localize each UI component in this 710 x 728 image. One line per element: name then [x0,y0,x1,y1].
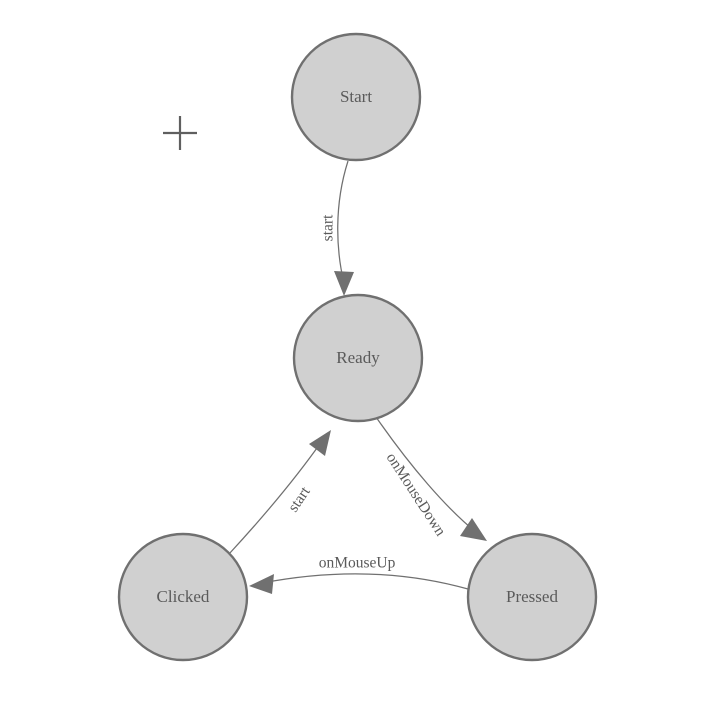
node-label-start: Start [340,87,372,106]
edge-label-pressed-to-clicked: onMouseUp [319,555,396,572]
node-pressed[interactable]: Pressed [466,532,598,662]
edge-label-start-to-ready: start [320,214,337,241]
arrowhead-icon-clicked-to-ready [309,430,331,456]
arrowhead-icon-pressed-to-clicked [249,574,274,594]
node-label-clicked: Clicked [157,587,210,606]
node-shape-start[interactable] [290,32,422,162]
node-start[interactable]: Start [290,32,422,162]
node-shape-ready[interactable] [292,293,424,423]
edge-clicked-to-ready[interactable]: start [228,430,331,555]
node-shape-clicked[interactable] [117,532,249,662]
edge-path-pressed-to-clicked[interactable] [261,573,469,590]
crosshair-icon[interactable] [163,116,197,150]
edge-start-to-ready[interactable]: start [320,160,354,296]
node-ready[interactable]: Ready [292,293,424,423]
arrowhead-icon-start-to-ready [334,271,354,296]
edge-path-start-to-ready[interactable] [337,160,349,284]
node-label-ready: Ready [336,348,380,367]
edge-path-clicked-to-ready[interactable] [228,440,323,555]
edge-pressed-to-clicked[interactable]: onMouseUp [249,555,469,594]
nodes-layer: Start Ready Clicked Pressed [117,32,598,662]
node-shape-pressed[interactable] [466,532,598,662]
edge-label-ready-to-pressed: onMouseDown [383,450,449,540]
arrowhead-icon-ready-to-pressed [460,518,487,541]
edge-label-clicked-to-ready: start [285,483,314,515]
edge-ready-to-pressed[interactable]: onMouseDown [375,416,487,541]
node-clicked[interactable]: Clicked [117,532,249,662]
node-label-pressed: Pressed [506,587,558,606]
edge-path-ready-to-pressed[interactable] [375,416,478,534]
